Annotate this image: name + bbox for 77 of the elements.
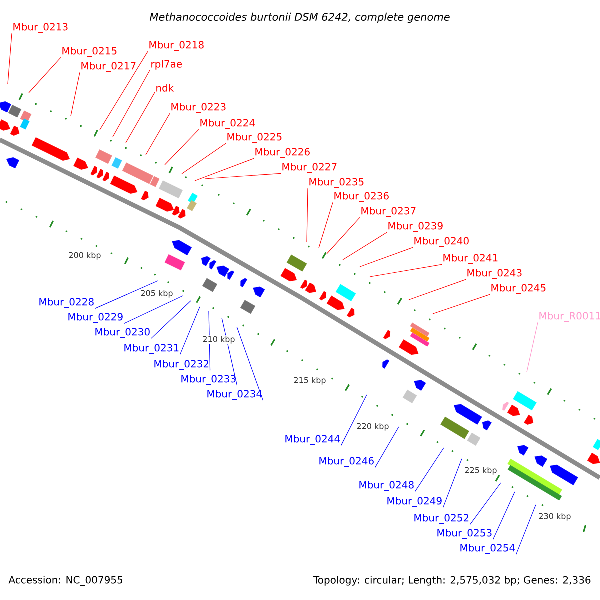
leader-line [442,458,462,508]
gene-label: Mbur_0254 [460,544,516,554]
gene-label: Mbur_0235 [310,178,364,188]
leader-line [112,70,150,138]
leader-line [28,57,62,94]
scale-label: 220 kbp [356,422,390,432]
gene-label: rpl7ae [152,60,182,70]
leader-line [208,310,211,371]
gene-label: Mbur_0237 [362,207,416,217]
leader-line [70,72,80,116]
gene-label: Mbur_0217 [82,62,136,72]
gene-label: Mbur_0236 [334,192,389,202]
gene-label: Mbur_0234 [208,390,262,400]
gene-label: Mbur_0244 [286,435,340,445]
leader-line [194,158,254,182]
scale-label: 200 kbp [68,252,102,260]
scale-label: 215 kbp [293,376,327,386]
leader-line [342,232,388,260]
accession-text: Accession: NC_007955 [8,576,123,586]
gene-label: Mbur_0213 [14,23,68,33]
scale-label: 225 kbp [464,466,498,476]
leader-line [526,322,538,372]
gene-label: Mbur_0232 [154,360,209,370]
gene-label: Mbur_0215 [62,47,117,57]
leader-line [516,504,536,555]
gene-label: Mbur_0248 [360,481,414,491]
scale-label: 210 kbp [202,336,236,344]
leader-line [306,188,308,242]
leader-line [236,326,264,401]
leader-line [94,280,158,309]
leader-line [126,92,156,144]
gene-label: Mbur_0252 [414,514,469,524]
gene-label: Mbur_0223 [172,103,226,113]
gene-label: Mbur_0233 [182,375,236,385]
leader-line [180,306,200,355]
genome-title: Methanococcoides burtonii DSM 6242, complete genome [150,12,450,24]
leader-line [326,217,360,254]
leader-line [146,113,170,156]
leader-line [470,482,502,525]
leader-line [492,492,516,540]
leader-line [150,300,192,339]
leader-line [414,448,444,492]
leader-line [318,202,334,248]
gene-label: Mbur_0239 [388,222,443,232]
leader-line [360,247,414,268]
gene-label: Mbur_0218 [150,41,204,51]
leader-line [370,264,442,278]
leader-line [432,294,490,314]
leader-line [100,51,148,130]
leader-line [182,143,226,174]
leader-line [164,129,200,166]
gene-label: Mbur_0229 [68,313,123,323]
gene-label: Mbur_0231 [124,344,179,354]
gene-label: Mbur_0240 [414,237,469,247]
gene-label: Mbur_0227 [282,163,337,173]
gene-label: Mbur_0224 [200,119,256,129]
gene-label: Mbur_0246 [320,457,374,467]
gene-label: Mbur_0230 [96,328,150,338]
leader-line [8,33,12,84]
gene-label: Mbur_0245 [492,284,546,294]
gene-label: Mbur_0226 [256,148,310,158]
leader-line [408,279,466,300]
leader-line [124,296,184,324]
scale-label: 205 kbp [140,290,174,298]
leader-line [222,318,238,386]
leader-line [340,394,368,446]
gene-label: Mbur_0243 [468,269,522,279]
gene-label: Mbur_0241 [444,254,498,264]
genome-info-text: Topology: circular; Length: 2,575,032 bp; Genes: 2,336 [313,576,591,586]
scale-label: 230 kbp [538,512,572,522]
gene-label: Mbur_0225 [228,133,282,143]
gene-label: Mbur_0228 [40,298,94,308]
leader-line [204,173,282,180]
gene-label: ndk [156,84,174,92]
gene-label: Mbur_0253 [438,529,492,539]
leader-line [374,426,400,468]
gene-label: Mbur_0249 [388,497,442,507]
